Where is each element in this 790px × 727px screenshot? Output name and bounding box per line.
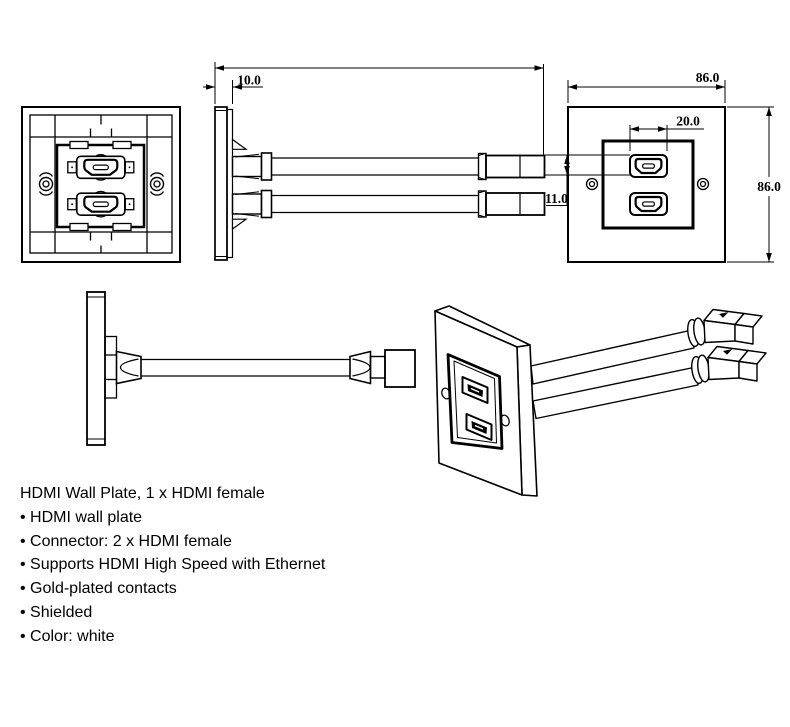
product-title: HDMI Wall Plate, 1 x HDMI female	[20, 485, 265, 502]
product-feature-line: • HDMI wall plate	[20, 508, 143, 526]
product-feature-line: • Shielded	[20, 603, 93, 621]
cable-assembly-bottom	[231, 189, 546, 219]
screw-hole-3d-left	[441, 387, 451, 400]
product-feature-line: • Color: white	[20, 627, 115, 645]
hdmi-plug-3d-top	[685, 308, 763, 348]
hdmi-port-bottom	[630, 193, 667, 215]
cable-assembly-top	[231, 152, 546, 181]
product-feature-list: • HDMI wall plate • Connector: 2 x HDMI f…	[20, 506, 450, 649]
hdmi-port-3d-top	[461, 376, 489, 404]
dim-label-port-height: 11.0	[545, 191, 568, 206]
product-feature-line: • Connector: 2 x HDMI female	[20, 532, 232, 550]
cable-3d-top	[530, 329, 695, 385]
view-front-dimensioned	[567, 106, 726, 263]
product-feature-line: • Gold-plated contacts	[20, 580, 177, 598]
dim-label-port-width: 20.0	[676, 114, 700, 129]
hdmi-plug-3d-bottom	[689, 345, 767, 385]
screw-hole-right	[696, 177, 710, 191]
screw-hole-left	[585, 177, 599, 191]
dim-label-plate-thickness: 10.0	[237, 73, 261, 88]
cable-3d-bottom	[532, 366, 699, 420]
hdmi-port-top	[630, 155, 667, 177]
screw-boss-left	[38, 172, 54, 196]
product-description: HDMI Wall Plate, 1 x HDMI female • HDMI …	[20, 482, 450, 649]
dim-label-plate-height: 86.0	[757, 179, 781, 194]
dimension-annotations: 10.0 86.0 86.0 20.0 11.0	[203, 62, 781, 263]
screw-hole-3d-right	[500, 414, 510, 427]
screw-boss-right	[149, 172, 165, 196]
view-perspective-3d	[434, 305, 767, 497]
hdmi-module-top	[68, 155, 134, 181]
view-side-two-cables	[214, 106, 546, 261]
hdmi-module-bottom	[68, 191, 134, 217]
view-back-plate	[21, 106, 181, 263]
product-feature-line: • Supports HDMI High Speed with Ethernet	[20, 556, 326, 574]
view-side-single-cable	[86, 291, 416, 446]
hdmi-port-3d-bottom	[465, 413, 493, 441]
dim-label-plate-width: 86.0	[696, 70, 720, 85]
